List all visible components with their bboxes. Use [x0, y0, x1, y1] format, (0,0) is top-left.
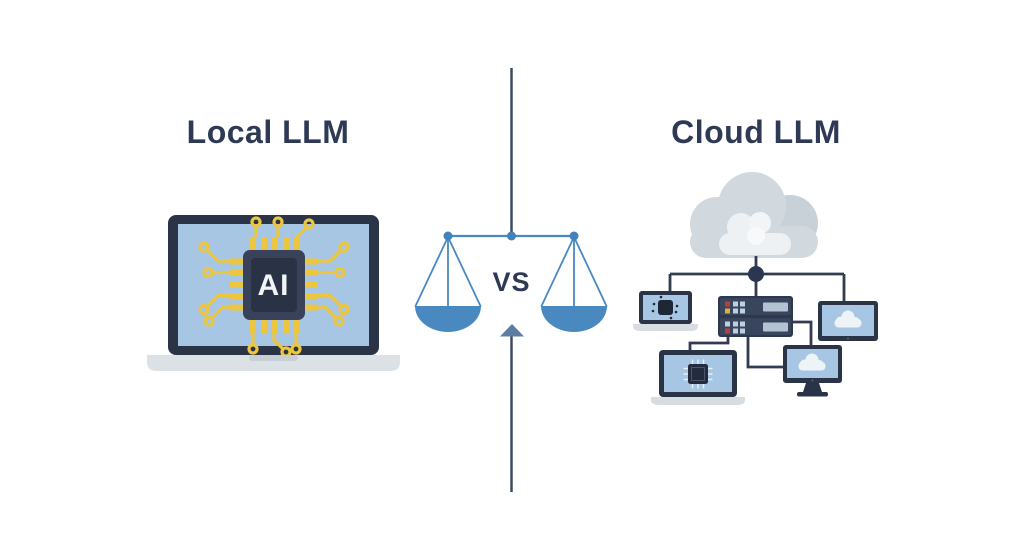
circuit-traces [198, 216, 350, 358]
chip-pins [230, 237, 318, 333]
scale-left-strings [414, 236, 482, 307]
server-icon [718, 296, 793, 337]
mini-laptop-icon [633, 291, 698, 331]
laptop-base-notch [249, 355, 298, 361]
scale-right-strings [540, 236, 608, 307]
tablet-cloud-icon [818, 301, 878, 341]
laptop-base [147, 355, 400, 371]
cloud-glyph-icon [834, 310, 862, 328]
chip-glyph-icon [683, 359, 713, 389]
monitor-stand [803, 383, 822, 392]
network-hub-dot [748, 266, 764, 282]
local-llm-title: Local LLM [186, 114, 350, 150]
scale-center-dot [507, 231, 516, 241]
divider [500, 68, 524, 492]
ai-chip-label: AI [257, 269, 290, 302]
cloud-llm-title: Cloud LLM [671, 114, 841, 150]
monitor-cloud-icon [783, 345, 842, 397]
scale-right-pivot-dot [569, 231, 579, 241]
laptop-with-ai-chip-icon [147, 215, 400, 371]
laptop-chip-icon [651, 350, 745, 405]
up-arrow-icon [500, 324, 524, 337]
vs-label: VS [492, 267, 531, 297]
cloud-server-network-icon [633, 172, 878, 405]
cloud-icon [690, 172, 818, 258]
balance-scale-icon [414, 231, 608, 332]
server-indicator-lights [725, 301, 745, 334]
scale-right-pan [541, 306, 607, 332]
scale-left-pivot-dot [443, 231, 453, 241]
ai-chip-inner [251, 258, 297, 312]
scale-left-pan [415, 306, 481, 332]
chip-splat-icon [651, 295, 679, 320]
cloud-glyph-icon [798, 353, 826, 371]
network-lines [668, 256, 846, 369]
monitor-stand-base [797, 392, 828, 397]
